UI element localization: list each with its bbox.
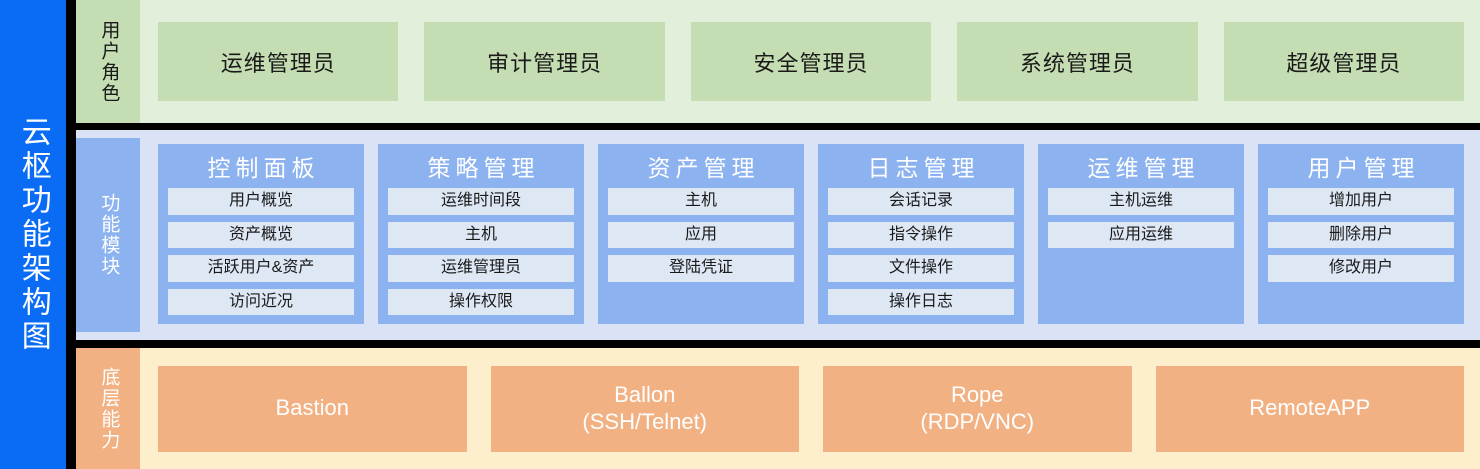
module-item[interactable]: 删除用户 [1268,221,1454,249]
module-item[interactable]: 主机运维 [1048,188,1234,215]
diagram-title: 云枢功能架构图 [16,115,50,354]
module-card-user-management[interactable]: 用户管理 增加用户 删除用户 修改用户 [1258,144,1464,324]
diagram-title-bar: 云枢功能架构图 [0,0,66,469]
module-item[interactable]: 会话记录 [828,188,1014,215]
module-item-list: 主机 应用 登陆凭证 [608,188,794,282]
diagram-frame: 用户角色 运维管理员 审计管理员 安全管理员 系统管理员 超级管理员 功能模块 … [66,0,1480,469]
module-card-policy-management[interactable]: 策略管理 运维时间段 主机 运维管理员 操作权限 [378,144,584,324]
module-item[interactable]: 主机 [388,221,574,249]
module-item[interactable]: 用户概览 [168,188,354,215]
module-item[interactable]: 登陆凭证 [608,255,794,282]
module-item[interactable]: 活跃用户&资产 [168,255,354,282]
module-item[interactable]: 应用 [608,221,794,249]
role-box[interactable]: 系统管理员 [957,22,1198,101]
module-card-title: 策略管理 [427,155,540,181]
module-item[interactable]: 操作日志 [828,288,1014,316]
function-modules-list: 控制面板 用户概览 资产概览 活跃用户&资产 访问近况 策略管理 运维时间段 主… [140,130,1480,340]
band-label-text: 功能模块 [98,193,120,277]
band-function-modules: 功能模块 控制面板 用户概览 资产概览 活跃用户&资产 访问近况 策略管理 运维… [76,130,1480,340]
module-item[interactable]: 操作权限 [388,288,574,316]
module-item-list: 会话记录 指令操作 文件操作 操作日志 [828,188,1014,316]
module-card-title: 资产管理 [647,155,760,181]
base-capability-box[interactable]: Bastion [158,365,467,452]
module-item-list: 运维时间段 主机 运维管理员 操作权限 [388,188,574,316]
module-card-title: 控制面板 [207,155,320,181]
module-item[interactable]: 文件操作 [828,255,1014,282]
module-card-log-management[interactable]: 日志管理 会话记录 指令操作 文件操作 操作日志 [818,144,1024,324]
module-item[interactable]: 资产概览 [168,221,354,249]
band-label-user-roles: 用户角色 [76,0,140,123]
module-item[interactable]: 运维管理员 [388,255,574,282]
module-item[interactable]: 指令操作 [828,221,1014,249]
band-label-function-modules: 功能模块 [76,138,140,332]
base-capability-box[interactable]: RemoteAPP [1155,365,1464,452]
module-item[interactable]: 应用运维 [1048,221,1234,249]
base-capability-box[interactable]: Rope (RDP/VNC) [823,365,1132,452]
module-item[interactable]: 修改用户 [1268,255,1454,282]
band-label-text: 用户角色 [98,19,120,104]
module-item[interactable]: 主机 [608,188,794,215]
band-label-base-capability: 底层能力 [76,348,140,469]
role-box[interactable]: 运维管理员 [158,22,399,101]
module-card-title: 运维管理 [1087,155,1200,181]
band-label-text: 底层能力 [98,366,120,451]
module-card-asset-management[interactable]: 资产管理 主机 应用 登陆凭证 [598,144,804,324]
band-user-roles: 用户角色 运维管理员 审计管理员 安全管理员 系统管理员 超级管理员 [76,0,1480,123]
band-base-capability: 底层能力 Bastion Ballon (SSH/Telnet) Rope (R… [76,348,1480,469]
module-item[interactable]: 运维时间段 [388,188,574,215]
module-item-list: 增加用户 删除用户 修改用户 [1268,188,1454,282]
role-box[interactable]: 审计管理员 [424,22,665,101]
base-capability-list: Bastion Ballon (SSH/Telnet) Rope (RDP/VN… [140,348,1480,469]
module-card-ops-management[interactable]: 运维管理 主机运维 应用运维 [1038,144,1244,324]
user-roles-list: 运维管理员 审计管理员 安全管理员 系统管理员 超级管理员 [140,0,1480,123]
module-card-control-panel[interactable]: 控制面板 用户概览 资产概览 活跃用户&资产 访问近况 [158,144,364,324]
module-card-title: 用户管理 [1307,155,1420,181]
module-item[interactable]: 增加用户 [1268,188,1454,215]
module-item-list: 主机运维 应用运维 [1048,188,1234,249]
role-box[interactable]: 安全管理员 [690,22,932,101]
role-box[interactable]: 超级管理员 [1223,22,1465,101]
module-item-list: 用户概览 资产概览 活跃用户&资产 访问近况 [168,188,354,316]
base-capability-box[interactable]: Ballon (SSH/Telnet) [490,365,799,452]
module-item[interactable]: 访问近况 [168,288,354,316]
module-card-title: 日志管理 [867,155,980,181]
